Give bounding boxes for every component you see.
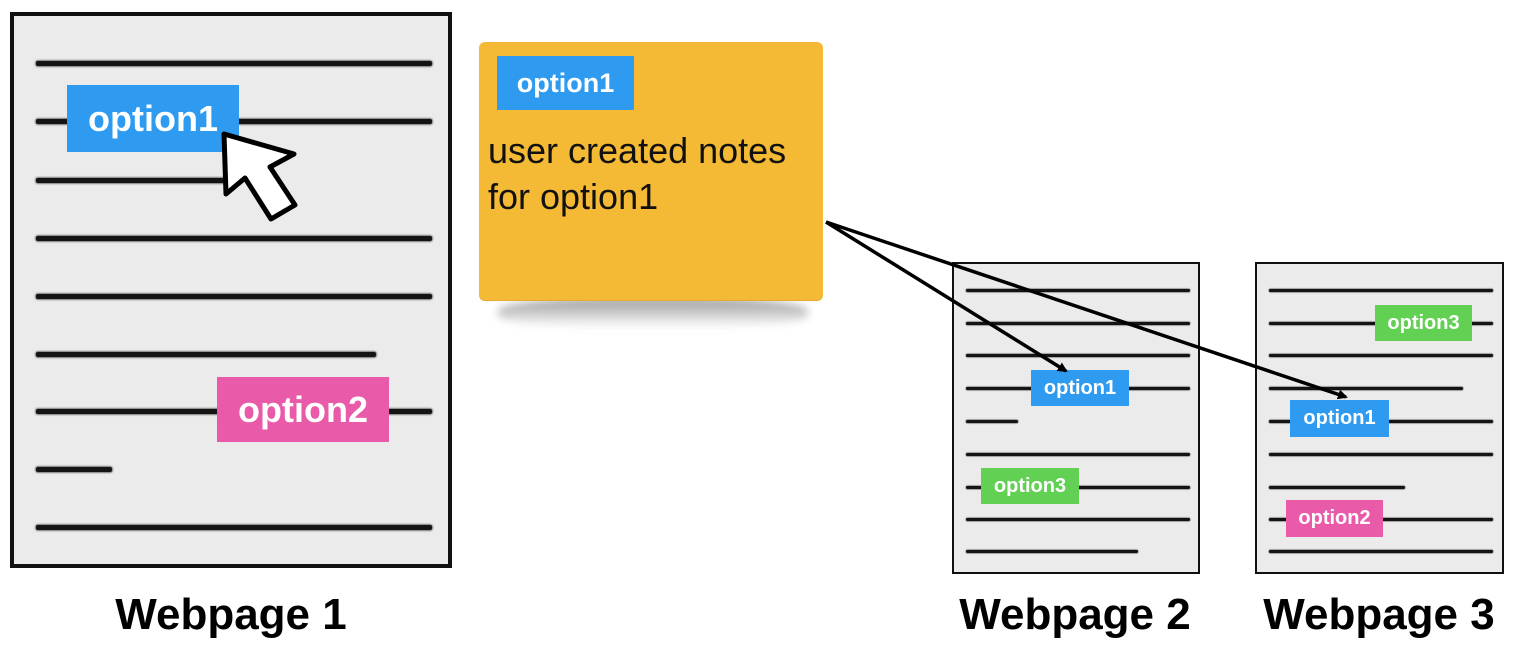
note-option1-tag: option1 <box>497 56 634 110</box>
option2-tag[interactable]: option2 <box>1286 500 1383 537</box>
webpage-2-caption: Webpage 2 <box>959 590 1191 639</box>
text-line <box>1269 550 1493 553</box>
option2-tag[interactable]: option2 <box>217 377 389 442</box>
text-line <box>1269 289 1493 292</box>
text-line <box>1269 354 1493 357</box>
text-line <box>36 467 112 472</box>
text-line <box>1269 486 1405 489</box>
arrow-to-webpage3 <box>825 220 1348 400</box>
webpage-3-caption: Webpage 3 <box>1263 590 1495 639</box>
note-text: user created notes for option1 <box>488 130 787 217</box>
text-line <box>36 178 236 183</box>
text-line <box>966 518 1190 521</box>
option3-tag[interactable]: option3 <box>981 468 1079 504</box>
text-line <box>966 322 1190 325</box>
text-line <box>966 420 1018 423</box>
option1-tag[interactable]: option1 <box>1031 370 1129 406</box>
webpage-2 <box>952 262 1200 574</box>
text-line <box>1269 387 1463 390</box>
text-line <box>966 453 1190 456</box>
text-line <box>1269 453 1493 456</box>
text-line <box>966 550 1138 553</box>
arrow-to-webpage2 <box>825 220 1068 373</box>
option3-tag[interactable]: option3 <box>1375 305 1472 341</box>
webpage-1-caption: Webpage 1 <box>115 590 347 639</box>
text-line <box>966 354 1190 357</box>
note-shadow <box>498 298 808 328</box>
text-line <box>966 289 1190 292</box>
text-line <box>36 61 432 66</box>
option1-tag[interactable]: option1 <box>67 85 239 152</box>
text-line <box>36 352 376 357</box>
text-line <box>36 236 432 241</box>
text-line <box>36 294 432 299</box>
option1-tag[interactable]: option1 <box>1290 400 1389 437</box>
text-line <box>36 525 432 530</box>
